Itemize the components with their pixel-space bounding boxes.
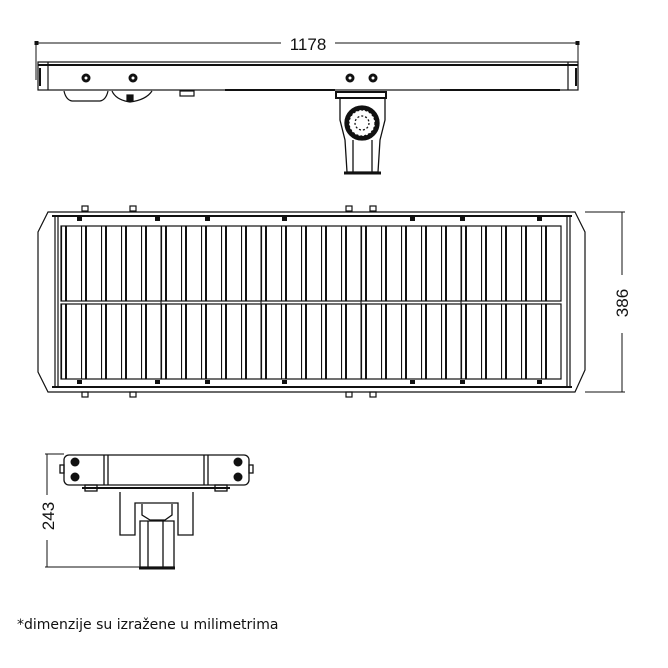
dimension-label-height: 243: [39, 502, 58, 530]
dimension-243: [45, 453, 140, 568]
units-footnote: *dimenzije su izražene u milimetrima: [17, 617, 279, 633]
dimension-label-width: 1178: [290, 35, 327, 54]
mounting-bracket-top: [335, 91, 387, 175]
led-module-grid: [60, 225, 562, 380]
dimension-1178: [34, 41, 580, 80]
plan-view: 386: [37, 205, 632, 398]
bolt-icons: [81, 73, 378, 83]
side-view: 243: [39, 453, 254, 570]
top-view: 1178: [34, 35, 580, 175]
dimension-label-depth: 386: [613, 289, 632, 317]
dimension-386: [585, 211, 625, 393]
